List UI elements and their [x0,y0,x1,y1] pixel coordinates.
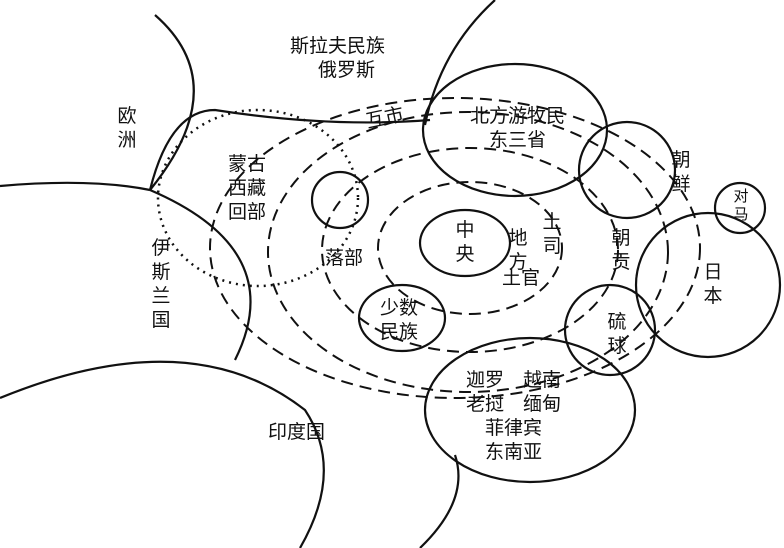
label-local: 地方 [508,227,528,273]
northern-nomads-circle [421,62,609,198]
label-ryukyu: 硫球 [607,311,627,357]
label-tribes: 落部 [325,247,364,269]
label-japan: 日本 [703,261,723,307]
korea-circle [577,120,677,220]
label-tuguan-text: 土官 [501,267,540,289]
label-tsushima: 对马 [733,187,749,223]
label-mongol-tibet-hui: 蒙古 西藏 回部 [228,153,267,223]
mongol-dotted-ring [156,108,360,288]
southeast-asia-circle [423,336,637,484]
tribute-ring [267,111,669,393]
tusi-ring [321,147,619,353]
label-islam: 伊斯兰国 [151,237,171,331]
label-tribute: 朝贡 [611,227,631,273]
label-korea: 朝鲜 [671,149,691,195]
center-circle [418,208,512,278]
label-tusi: 土司 [542,211,562,257]
label-slavic: 斯拉夫民族 [290,35,386,57]
label-southeast-asia: 迦罗 越南 老挝 缅甸 菲律宾 东南亚 [466,369,562,463]
label-india: 印度国 [268,421,326,443]
label-minorities: 少数 民族 [380,297,419,343]
label-tuguan: 土官 [500,268,544,288]
tsushima-circle [713,181,767,235]
islam-boundary [149,188,252,361]
label-center: 中央 [455,219,475,265]
market-ring [209,97,701,399]
europe-boundary [149,14,195,191]
europe-islam-boundary [0,181,151,192]
india-boundary [0,360,325,548]
small-tribe-circle [310,170,370,230]
label-russia: 俄罗斯 [318,59,376,81]
japan-circle [634,211,782,359]
label-northern-nomads: 北方游牧民 东三省 [470,105,566,151]
ryukyu-circle [563,283,657,377]
bottom-arc [419,454,460,548]
label-europe: 欧洲 [117,105,137,151]
local-ring [377,181,563,315]
